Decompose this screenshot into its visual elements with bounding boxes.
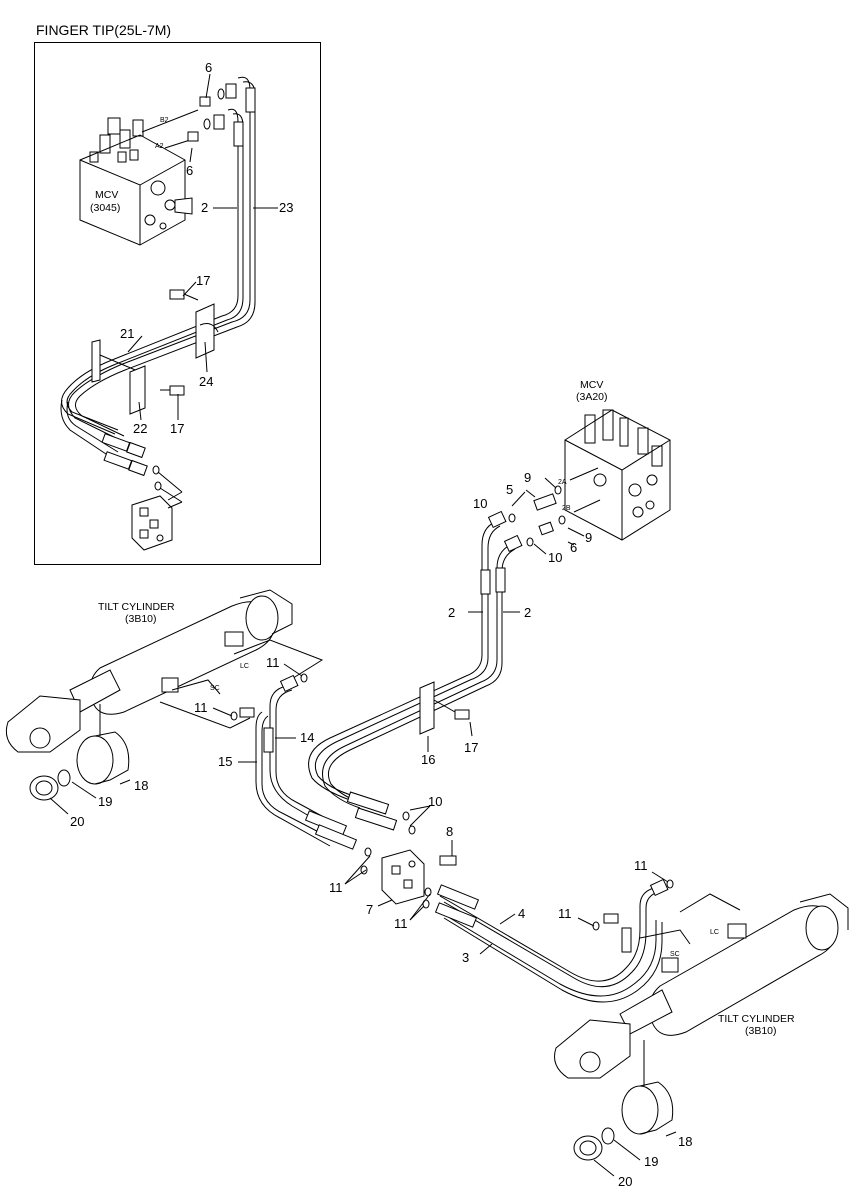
inset-hoses xyxy=(60,76,256,477)
part-11-block-right: 11 xyxy=(394,916,408,931)
part-22: 22 xyxy=(133,421,147,436)
port-b2-label: B2 xyxy=(160,117,169,124)
part-20-right: 20 xyxy=(618,1174,632,1189)
part-19-left: 19 xyxy=(98,794,112,809)
part-20-left: 20 xyxy=(70,814,84,829)
right-tilt-cylinder-label: TILT CYLINDER xyxy=(718,1013,795,1025)
part-18-left: 18 xyxy=(134,778,148,793)
part-21: 21 xyxy=(120,326,134,341)
inset-clamps-brackets xyxy=(91,289,219,415)
port-lc-right-label: LC xyxy=(710,929,719,936)
inset-mcv-label: MCV xyxy=(95,189,118,201)
main-hoses-2 xyxy=(308,510,523,835)
part-3: 3 xyxy=(462,950,469,965)
part-10-mid: 10 xyxy=(548,550,562,565)
part-11-block-left: 11 xyxy=(329,880,343,895)
inset-leader-lines xyxy=(127,73,278,421)
part-14: 14 xyxy=(300,730,314,745)
inset-mcv-block: B2 A2 MCV (3045) xyxy=(79,109,199,246)
part-11-left-mid: 11 xyxy=(194,700,208,715)
part-6-top: 6 xyxy=(205,60,212,75)
part-2-right: 2 xyxy=(524,605,531,620)
main-leader-lines xyxy=(49,477,677,1177)
left-tilt-cylinder: TILT CYLINDER (3B10) LC SC xyxy=(5,589,324,753)
part-18-right: 18 xyxy=(678,1134,692,1149)
part-10-top: 10 xyxy=(473,496,487,511)
main-mcv-label: MCV xyxy=(580,379,603,391)
main-mcv-block: 2A 2B MCV (3A20) xyxy=(558,379,671,541)
part-9-top: 9 xyxy=(524,470,531,485)
port-2a-label: 2A xyxy=(558,479,567,486)
part-4: 4 xyxy=(518,906,525,921)
port-a2-label: A2 xyxy=(155,143,164,150)
part-17-inset-bottom: 17 xyxy=(170,421,184,436)
part-9-bottom: 9 xyxy=(585,530,592,545)
diagram-title: FINGER TIP(25L-7M) xyxy=(36,22,172,38)
part-11-right-mid: 11 xyxy=(558,906,572,921)
part-19-right: 19 xyxy=(644,1154,658,1169)
left-bushing-washers xyxy=(29,731,130,801)
right-bushing-washers xyxy=(573,1081,674,1161)
right-tilt-cylinder: TILT CYLINDER (3B10) LC SC xyxy=(554,893,849,1079)
main-mcv-fittings xyxy=(508,485,566,547)
part-24: 24 xyxy=(199,374,213,389)
inset-fittings xyxy=(187,83,237,142)
bracket-16 xyxy=(419,681,470,735)
part-6-main: 6 xyxy=(570,540,577,555)
right-tilt-cylinder-code: (3B10) xyxy=(745,1025,777,1037)
left-tilt-cylinder-code: (3B10) xyxy=(125,613,157,625)
part-17-inset-top: 17 xyxy=(196,273,210,288)
hoses-14-15 xyxy=(239,674,358,850)
part-2-left: 2 xyxy=(448,605,455,620)
inset-finger-tip-valve xyxy=(131,465,183,551)
part-23: 23 xyxy=(279,200,293,215)
port-lc-left-label: LC xyxy=(240,663,249,670)
hoses-3-4 xyxy=(434,878,669,1003)
part-11-left-top: 11 xyxy=(266,655,280,670)
part-7: 7 xyxy=(366,902,373,917)
left-tilt-cylinder-label: TILT CYLINDER xyxy=(98,601,175,613)
part-2-inset: 2 xyxy=(201,200,208,215)
part-10-lower: 10 xyxy=(428,794,442,809)
part-6-bottom: 6 xyxy=(186,163,193,178)
part-17-main: 17 xyxy=(464,740,478,755)
inset-mcv-code: (3045) xyxy=(90,202,120,214)
part-16: 16 xyxy=(421,752,435,767)
main-mcv-code: (3A20) xyxy=(576,391,608,403)
part-5: 5 xyxy=(506,482,513,497)
part-8: 8 xyxy=(446,824,453,839)
port-2b-label: 2B xyxy=(562,505,571,512)
port-sc-right-label: SC xyxy=(670,951,680,958)
part-15: 15 xyxy=(218,754,232,769)
finger-tip-inset-frame xyxy=(34,42,321,565)
distribution-block-7 xyxy=(381,849,457,905)
part-11-right-top: 11 xyxy=(634,858,648,873)
